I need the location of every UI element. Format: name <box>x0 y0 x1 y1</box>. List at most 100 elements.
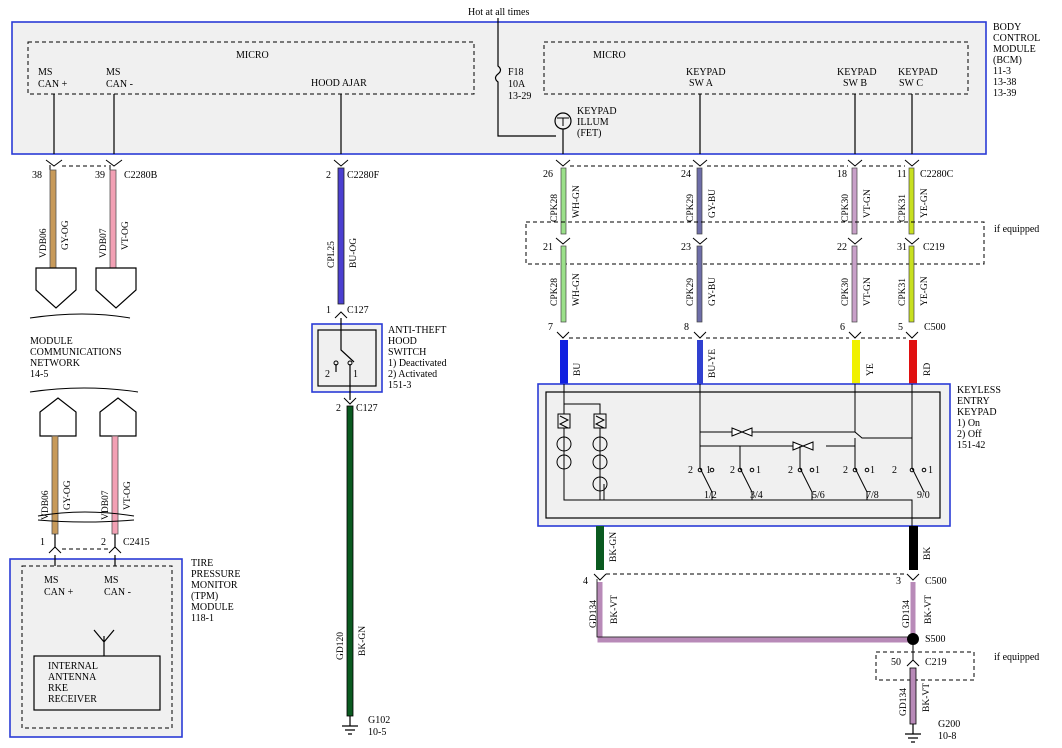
keypad-label-6: 151-42 <box>957 440 985 451</box>
hood-switch-label-5: 2) Activated <box>388 369 437 380</box>
gd134-color-ground: BK-VT <box>922 683 932 712</box>
gd120-color: BK-GN <box>358 626 368 656</box>
keypad-illum-3: (FET) <box>577 128 601 139</box>
hood-switch-label-2: HOOD <box>388 336 417 347</box>
bcm-label-7: 13-39 <box>993 88 1016 99</box>
c127-top-connector-icon <box>334 311 348 319</box>
vdb07-code-top: VDB07 <box>99 228 109 258</box>
gd134-code-ground: GD134 <box>899 688 909 716</box>
keypad-switch-array <box>699 438 925 530</box>
cpk29-code-lower: CPK29 <box>686 278 696 306</box>
c500-top-label: C500 <box>924 322 946 333</box>
tpm-can-plus-1: MS <box>44 575 58 586</box>
sw12-pos2: 2 <box>688 465 693 476</box>
tpm-can-minus-2: CAN - <box>104 587 131 598</box>
cpl25-code: CPL25 <box>327 241 337 268</box>
wire-cpk31-upper <box>908 167 915 235</box>
led-5-icon <box>592 476 608 492</box>
pin-6: 6 <box>840 322 845 333</box>
keypad-label-4: 1) On <box>957 418 980 429</box>
vdb06-code-top: VDB06 <box>39 228 49 258</box>
hot-at-all-times-label: Hot at all times <box>468 7 529 18</box>
wire-cpk30-lower <box>851 245 858 323</box>
network-label-2: COMMUNICATIONS <box>30 347 122 358</box>
g200-label-2: 10-8 <box>938 731 956 742</box>
gd134-code-right: GD134 <box>902 600 912 628</box>
bcm-ms-can-plus-1: MS <box>38 67 52 78</box>
ye-label: YE <box>866 363 876 376</box>
c500-bottom-label: C500 <box>925 576 947 587</box>
bcm-label-5: 11-3 <box>993 66 1011 77</box>
bcm-micro-left-box <box>27 41 475 95</box>
tpm-can-plus-2: CAN + <box>44 587 74 598</box>
pin-2-c127: 2 <box>336 403 341 414</box>
vdb07-color-bottom: VT-OG <box>123 481 133 510</box>
tpm-label-1: TIRE <box>191 558 213 569</box>
if-equipped-top: if equipped <box>994 224 1039 235</box>
bcm-sw-b-1: KEYPAD <box>837 67 877 78</box>
keypad-diode-network <box>699 384 913 451</box>
connector-c2415 <box>48 534 122 554</box>
tpm-label-4: (TPM) <box>191 591 218 602</box>
pin-18: 18 <box>837 169 847 180</box>
pin-4: 4 <box>583 576 588 587</box>
fuse-f18-wire <box>494 18 556 137</box>
vdb06-color-bottom: GY-OG <box>63 480 73 510</box>
switch-9-0-pos1-icon <box>921 467 927 473</box>
tpm-can-minus-1: MS <box>104 575 118 586</box>
fuse-label-2: 10A <box>508 79 526 90</box>
tpm-inner-box <box>21 565 173 729</box>
network-label-3: NETWORK <box>30 358 81 369</box>
cpk28-color-upper: WH-GN <box>572 185 582 218</box>
cpk31-color-upper: YE-GN <box>920 188 930 218</box>
pin-38: 38 <box>32 170 42 181</box>
pin-1-c2415: 1 <box>40 537 45 548</box>
bcm-ms-can-plus-2: CAN + <box>38 79 68 90</box>
switch-7-8-pos2-icon <box>852 467 858 473</box>
pin-11: 11 <box>897 169 907 180</box>
tpm-label-5: MODULE <box>191 602 234 613</box>
cpk29-code-upper: CPK29 <box>686 194 696 222</box>
rd-label: RD <box>923 363 933 376</box>
bcm-sw-c-2: SW C <box>899 78 923 89</box>
g200-label-1: G200 <box>938 719 960 730</box>
switch-1-2-pos2-icon <box>697 467 703 473</box>
network-break-mark-top <box>29 313 131 319</box>
network-break-mark-bottom <box>29 387 139 393</box>
sw12-pos1: 1 <box>706 465 711 476</box>
button-3-4-label: 3/4 <box>750 490 763 501</box>
keypad-label-1: KEYLESS <box>957 385 1001 396</box>
bcm-module-box <box>11 21 987 155</box>
network-label-1: MODULE <box>30 336 73 347</box>
cpk29-color-upper: GY-BU <box>708 189 718 218</box>
wire-cpk28-lower <box>560 245 567 323</box>
switch-5-6-pos2-icon <box>797 467 803 473</box>
bcm-label-3: MODULE <box>993 44 1036 55</box>
c127-top-label: C127 <box>347 305 369 316</box>
button-5-6-label: 5/6 <box>812 490 825 501</box>
bk-label: BK <box>923 547 933 560</box>
c219-label: C219 <box>923 242 945 253</box>
fet-symbol <box>557 117 569 126</box>
c219-bottom-connector-icon <box>906 645 920 667</box>
cpk28-color-lower: WH-GN <box>572 273 582 306</box>
wire-vdb07-top <box>109 169 117 269</box>
cpk30-code-upper: CPK30 <box>841 194 851 222</box>
cpk30-color-upper: VT-GN <box>863 189 873 218</box>
keypad-label-3: KEYPAD <box>957 407 997 418</box>
wire-bk <box>909 526 918 570</box>
button-1-2-label: 1/2 <box>704 490 717 501</box>
connector-c2280b <box>45 159 123 170</box>
pin-3: 3 <box>896 576 901 587</box>
keypad-led-circuit <box>557 384 700 501</box>
button-7-8-label: 7/8 <box>866 490 879 501</box>
wire-bk-gn <box>596 526 604 570</box>
bcm-hood-ajar-label: HOOD AJAR <box>311 78 367 89</box>
c500-top-connector-icons <box>556 331 919 339</box>
wire-gd134-ground <box>909 667 917 725</box>
tpm-label-3: MONITOR <box>191 580 238 591</box>
sw90-pos2: 2 <box>892 465 897 476</box>
bu-ye-label: BU-YE <box>708 349 718 378</box>
ground-g200-icon <box>905 724 921 743</box>
bcm-label-6: 13-38 <box>993 77 1016 88</box>
